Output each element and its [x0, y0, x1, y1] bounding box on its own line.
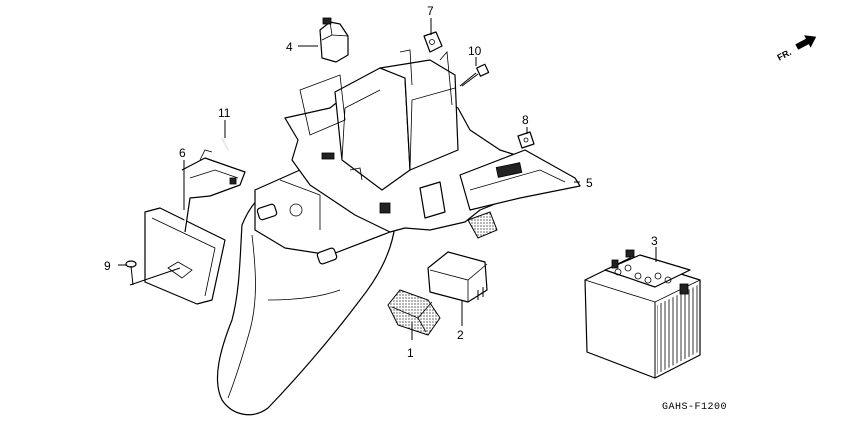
callout-7: 7 [427, 4, 434, 18]
callout-2: 2 [457, 328, 464, 342]
callout-10: 10 [468, 44, 482, 58]
callout-11: 11 [218, 106, 231, 120]
leader-lines [118, 18, 657, 340]
rubber-mount [387, 289, 441, 336]
screw [125, 260, 137, 286]
pin [221, 137, 229, 151]
connector-clip [319, 17, 349, 63]
relay-box [427, 251, 488, 303]
diagram-code: GAHS-F1200 [662, 402, 727, 413]
callout-8: 8 [522, 113, 529, 127]
callout-5: 5 [586, 176, 593, 190]
callout-9: 9 [104, 259, 111, 273]
rear-fender [216, 49, 581, 416]
front-direction-mark: FR. [775, 35, 817, 63]
callout-6: 6 [179, 146, 186, 160]
front-direction-label: FR. [775, 47, 792, 63]
license-bracket [144, 149, 246, 305]
clip-nut-small [517, 131, 535, 149]
callout-1: 1 [407, 346, 414, 360]
clip-nut [423, 31, 443, 53]
battery [584, 249, 701, 379]
callout-3: 3 [651, 234, 658, 248]
callout-4: 4 [286, 40, 293, 54]
arrow-right-up-icon [795, 35, 817, 50]
bolt [459, 63, 490, 87]
